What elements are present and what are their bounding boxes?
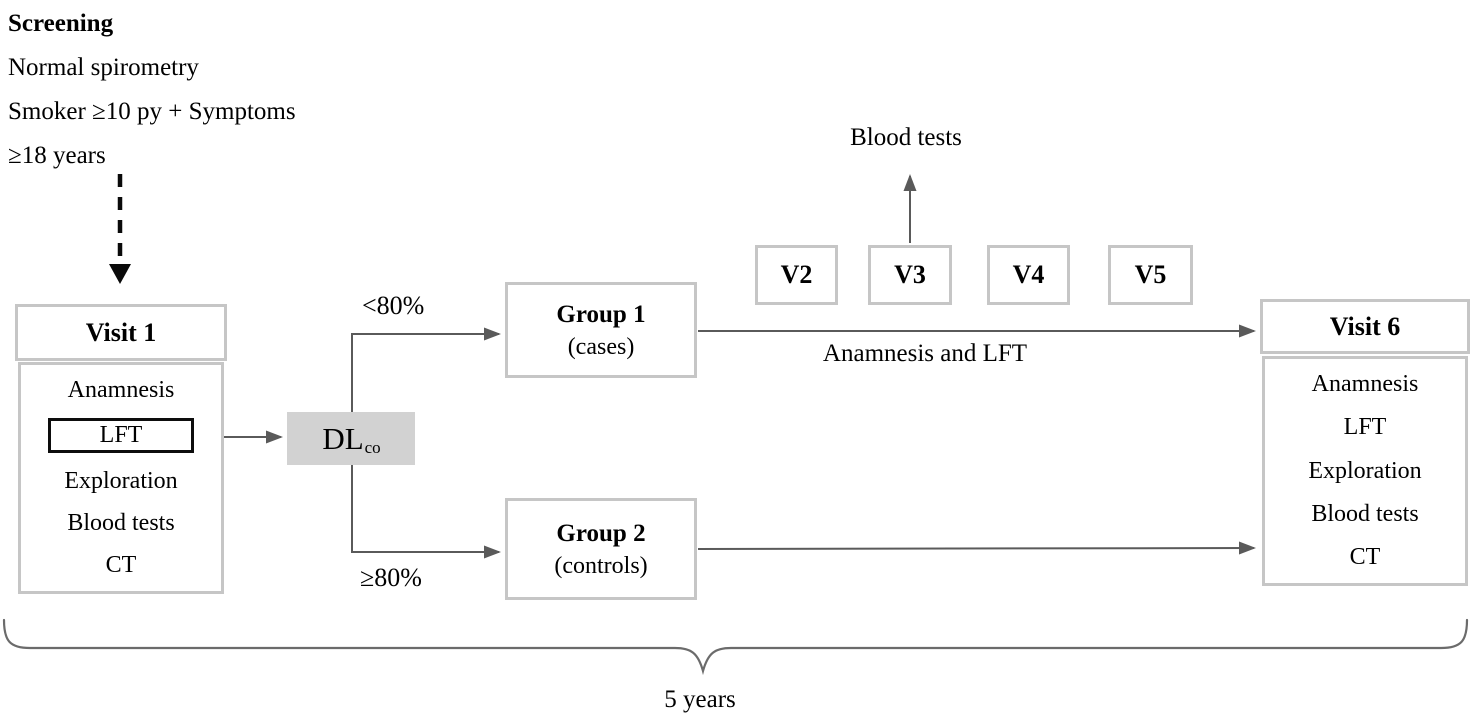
dlco-lower-branch-arrow	[351, 465, 501, 559]
visit1-lft-box: LFT	[48, 418, 194, 454]
visit6-item-anamnesis: Anamnesis	[1311, 371, 1419, 398]
anamnesis-lft-annotation: Anamnesis and LFT	[822, 340, 1028, 367]
screening-criterion-spirometry: Normal spirometry	[8, 54, 199, 81]
visit1-item-anamnesis: Anamnesis	[67, 376, 175, 403]
branch-label-under-80: <80%	[362, 291, 425, 320]
five-years-label: 5 years	[664, 686, 736, 713]
group1-box: Group 1 (cases)	[505, 282, 697, 378]
dlco-upper-branch-arrow	[351, 327, 501, 412]
visit6-item-exploration: Exploration	[1308, 457, 1422, 484]
visit1-item-bloodtests: Blood tests	[67, 510, 175, 537]
visit6-item-lft: LFT	[1343, 414, 1387, 441]
blood-tests-annotation: Blood tests	[850, 124, 962, 151]
visit6-body-box: Anamnesis LFT Exploration Blood tests CT	[1262, 356, 1468, 586]
visit6-item-bloodtests: Blood tests	[1311, 500, 1419, 527]
screening-criterion-age: ≥18 years	[8, 142, 106, 169]
visit5-box: V5	[1108, 245, 1193, 305]
group1-title: Group 1	[556, 301, 646, 329]
visit3-box: V3	[868, 245, 952, 305]
visit6-header-box: Visit 6	[1260, 299, 1470, 354]
visit1-item-ct: CT	[105, 552, 137, 579]
screening-block: Screening Normal spirometry Smoker ≥10 p…	[8, 2, 296, 178]
group2-to-visit6-arrow	[697, 541, 1256, 555]
visit2-box: V2	[755, 245, 838, 305]
visit1-item-lft: LFT	[99, 422, 143, 449]
visit6-item-ct: CT	[1349, 543, 1381, 570]
visit1-header-box: Visit 1	[15, 304, 227, 361]
screening-title: Screening	[8, 10, 114, 37]
screening-criterion-smoker: Smoker ≥10 py + Symptoms	[8, 98, 296, 125]
group2-title: Group 2	[556, 520, 646, 548]
group1-subtitle: (cases)	[567, 333, 635, 360]
visit1-body-box: Anamnesis LFT Exploration Blood tests CT	[18, 362, 224, 594]
five-years-underbrace	[2, 618, 1469, 676]
visit1-item-exploration: Exploration	[64, 467, 178, 494]
branch-label-over-80: ≥80%	[360, 563, 422, 592]
group2-box: Group 2 (controls)	[505, 498, 697, 600]
group2-subtitle: (controls)	[554, 552, 648, 579]
visit4-box: V4	[987, 245, 1070, 305]
dlco-label: DL	[322, 420, 364, 456]
